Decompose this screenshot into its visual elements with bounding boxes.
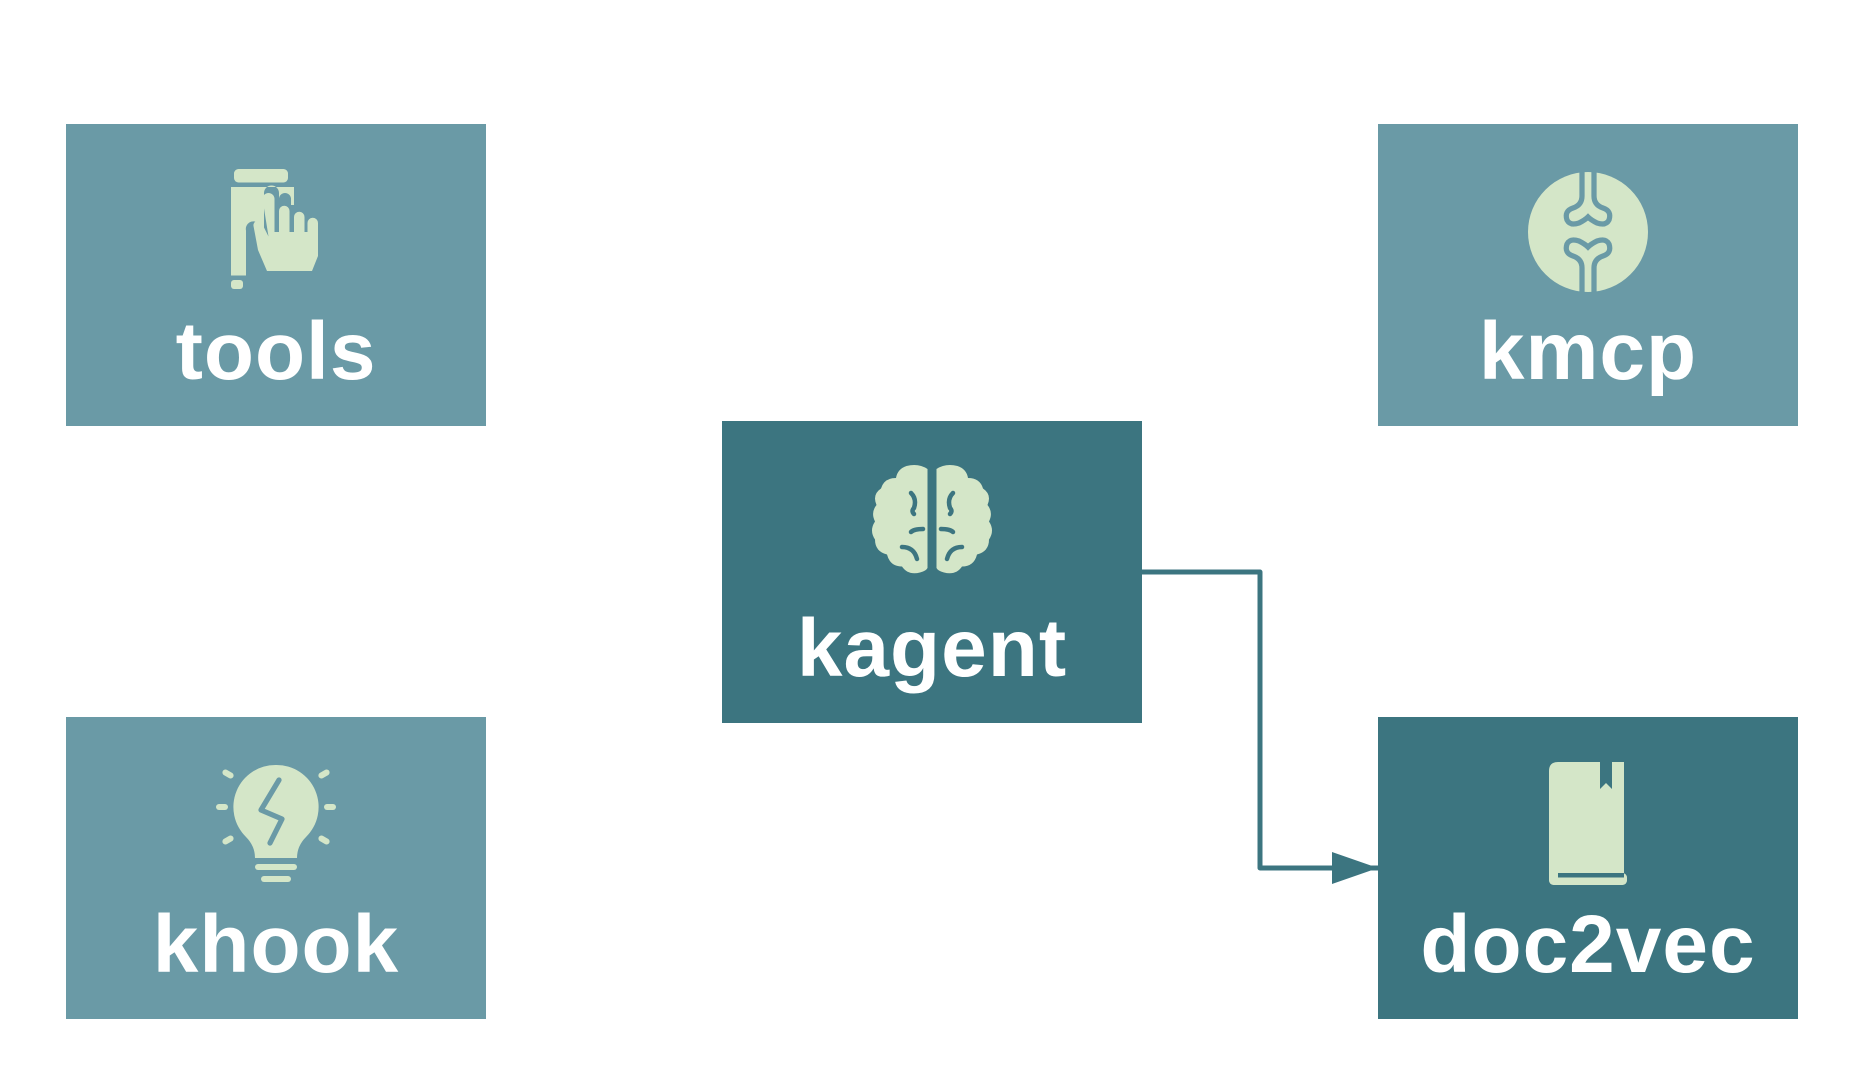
edge-kagent-doc2vec	[1142, 569, 1378, 871]
node-kagent[interactable]: kagent	[722, 421, 1142, 723]
book-icon	[1549, 762, 1627, 885]
node-label: kagent	[796, 603, 1068, 694]
node-tools[interactable]: tools	[66, 124, 486, 426]
edge-arrowhead	[1332, 852, 1378, 884]
brain-icon	[872, 465, 992, 574]
node-label: doc2vec	[1420, 899, 1756, 990]
node-label: kmcp	[1478, 306, 1698, 397]
node-khook[interactable]: khook	[66, 717, 486, 1019]
node-label: khook	[152, 899, 400, 990]
touch-hand-icon	[231, 169, 318, 289]
node-kmcp[interactable]: kmcp	[1378, 124, 1798, 426]
lightbulb-icon	[216, 764, 336, 882]
node-doc2vec[interactable]: doc2vec	[1378, 717, 1798, 1019]
connector-icon	[1528, 166, 1648, 298]
node-label: tools	[175, 306, 377, 397]
